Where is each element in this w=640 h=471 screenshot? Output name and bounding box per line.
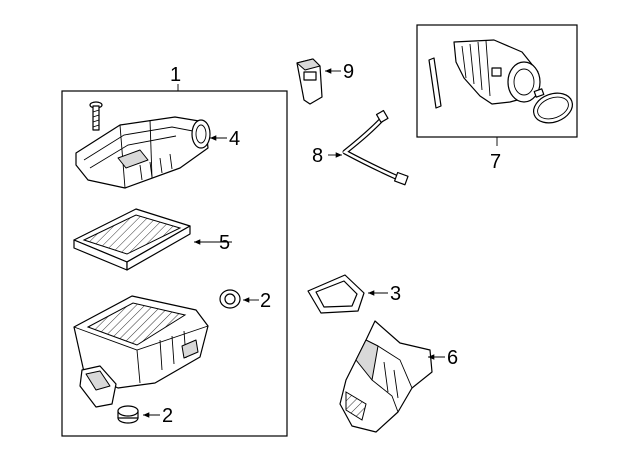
callout-3: 3 xyxy=(390,283,401,305)
callout-5: 5 xyxy=(219,232,230,254)
assembly-1-frame xyxy=(61,84,288,437)
duct-6-drawing xyxy=(339,320,433,433)
seal-3-drawing xyxy=(307,274,365,314)
hose-7-frame xyxy=(416,24,578,146)
callout-8: 8 xyxy=(312,145,323,167)
callout-4: 4 xyxy=(229,128,240,150)
callout-7: 7 xyxy=(490,151,501,173)
callout-1: 1 xyxy=(170,64,181,86)
sensor-9-drawing xyxy=(296,58,323,105)
cover-4-drawing xyxy=(75,101,211,189)
grommet-upper xyxy=(219,289,241,309)
bolt xyxy=(89,101,103,131)
assembly-box xyxy=(61,90,288,437)
filter-5-drawing xyxy=(73,208,191,271)
callout-2a: 2 xyxy=(260,290,271,312)
callout-9: 9 xyxy=(343,61,354,83)
grommet-lower xyxy=(117,405,139,424)
lower-housing-drawing xyxy=(73,295,209,408)
callout-6: 6 xyxy=(447,347,458,369)
hose-7-drawing xyxy=(428,39,573,124)
tube-8-drawing xyxy=(342,109,409,186)
callout-2b: 2 xyxy=(162,405,173,427)
